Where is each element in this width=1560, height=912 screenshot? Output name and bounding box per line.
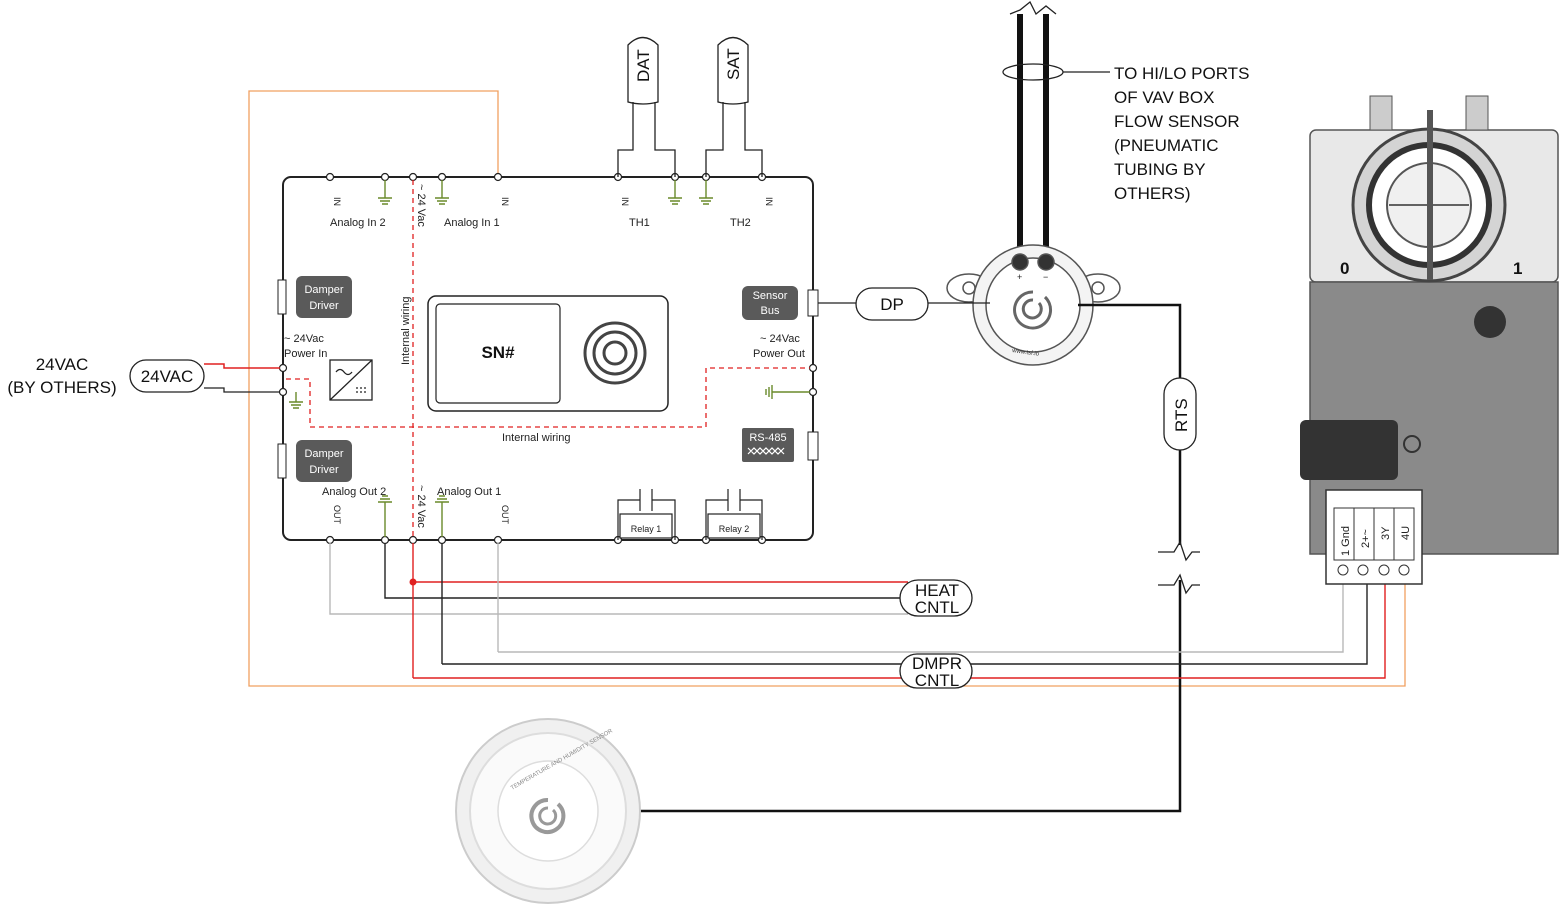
- svg-text:TUBING BY: TUBING BY: [1114, 160, 1206, 179]
- sat-probe: [705, 36, 763, 177]
- power-neutral-wire: [204, 387, 280, 393]
- dp-minus: −: [1043, 272, 1048, 282]
- analog-in-2-label: Analog In 2: [330, 217, 386, 229]
- power-source-label: 24VAC: [36, 355, 89, 374]
- actuator-terminal-block: [1333, 507, 1415, 576]
- rts-wire: [640, 303, 1182, 813]
- side-terminals: [278, 363, 818, 397]
- power-source-oval-text: 24VAC: [141, 367, 194, 386]
- actuator-scale-0: 0: [1340, 259, 1349, 278]
- display-screen: [435, 303, 561, 404]
- in-marker-ai2: IN: [332, 197, 342, 206]
- internal-wiring: [286, 180, 810, 540]
- controller: IN IN IN IN ~ 24 Vac OUT OUT ~ 24 Vac An…: [277, 172, 819, 545]
- power-in-label-2: Power In: [284, 348, 327, 360]
- svg-text:Damper: Damper: [304, 448, 343, 460]
- power-out-label-2: Power Out: [753, 348, 805, 360]
- dmpr-cntl-label-1: DMPR: [912, 654, 962, 673]
- th2-label: TH2: [730, 217, 751, 229]
- terminal-4u: 4U: [1400, 526, 1412, 540]
- svg-text:RS-485: RS-485: [749, 432, 786, 444]
- sn-label: SN#: [481, 343, 515, 362]
- dmpr-cntl-label-2: CNTL: [915, 671, 959, 690]
- terminal-3y: 3Y: [1380, 526, 1392, 540]
- damper-driver-top: Damper Driver: [277, 276, 352, 318]
- power-out-label-1: ~ 24Vac: [760, 333, 800, 345]
- vac-marker-top: ~ 24 Vac: [415, 184, 427, 227]
- sat-label: SAT: [724, 48, 743, 80]
- dmpr-cntl-wires: [413, 570, 1386, 679]
- dp-plus: +: [1017, 272, 1022, 282]
- in-marker-th2: IN: [764, 197, 774, 206]
- room-temp-humidity-sensor: [455, 718, 641, 904]
- heat-cntl-oval: [899, 579, 973, 617]
- relay-2-label: Relay 2: [719, 524, 750, 534]
- power-in-label-1: ~ 24Vac: [284, 333, 324, 345]
- relay-2: [705, 489, 763, 540]
- rts-label: RTS: [1172, 398, 1191, 432]
- in-marker-th1: IN: [620, 197, 630, 206]
- actuator-scale-1: 1: [1513, 259, 1522, 278]
- svg-text:OF VAV BOX: OF VAV BOX: [1114, 88, 1214, 107]
- heat-cntl-label-2: CNTL: [915, 598, 959, 617]
- terminal-2: 2+~: [1360, 529, 1372, 548]
- terminal-1-gnd: 1 Gnd: [1340, 526, 1352, 556]
- svg-text:Driver: Driver: [309, 464, 339, 476]
- rs485-port: RS-485: [742, 428, 819, 462]
- svg-text:Driver: Driver: [309, 300, 339, 312]
- heat-cntl-wires: [329, 543, 908, 678]
- rts-break-1: [1158, 540, 1200, 562]
- tube-break: [1009, 0, 1057, 16]
- tube-bundle-marker: [1002, 63, 1064, 81]
- dp-sensor: [946, 244, 1121, 366]
- damper-driver-bottom: Damper Driver: [277, 440, 352, 482]
- vac-marker-bottom: ~ 24 Vac: [415, 485, 427, 528]
- svg-text:FLOW SENSOR: FLOW SENSOR: [1114, 112, 1240, 131]
- tubing-note: TO HI/LO PORTS OF VAV BOX FLOW SENSOR (P…: [1114, 64, 1249, 203]
- power-source-note: (BY OTHERS): [7, 378, 116, 397]
- relay-1: [617, 489, 676, 540]
- svg-text:(PNEUMATIC: (PNEUMATIC: [1114, 136, 1219, 155]
- dat-probe: [617, 36, 676, 177]
- svg-text:Bus: Bus: [761, 305, 780, 317]
- transformer-icon: [329, 359, 373, 401]
- sensor-bus-port: Sensor Bus: [742, 286, 819, 320]
- dmpr-cntl-oval: [899, 653, 973, 689]
- relay-1-label: Relay 1: [631, 524, 662, 534]
- internal-wiring-horizontal: Internal wiring: [502, 432, 570, 444]
- th1-label: TH1: [629, 217, 650, 229]
- damper-actuator: [1300, 95, 1559, 585]
- dp-label: DP: [880, 295, 904, 314]
- heat-cntl-label-1: HEAT: [915, 581, 959, 600]
- analog-out-1-label: Analog Out 1: [437, 486, 501, 498]
- out-marker-ao1: OUT: [500, 505, 510, 525]
- power-junction-dot: [409, 578, 417, 586]
- power-source-oval: [129, 359, 205, 393]
- internal-wiring-vertical: Internal wiring: [400, 297, 412, 365]
- power-hot-wire: [204, 363, 280, 369]
- svg-text:Sensor: Sensor: [753, 290, 788, 302]
- out-marker-ao2: OUT: [332, 505, 342, 525]
- rts-break-2: [1158, 573, 1200, 595]
- ground-symbols: [289, 180, 810, 537]
- svg-text:TO HI/LO PORTS: TO HI/LO PORTS: [1114, 64, 1249, 83]
- dat-label: DAT: [634, 49, 653, 82]
- analog-in-1-label: Analog In 1: [444, 217, 500, 229]
- orange-wire-loop: [248, 90, 1406, 687]
- analog-out-2-label: Analog Out 2: [322, 486, 386, 498]
- pneumatic-tubes: [1017, 14, 1049, 258]
- dp-oval: [855, 287, 929, 321]
- in-marker-ai1: IN: [500, 197, 510, 206]
- dp-url: www.tsf.io: [1011, 348, 1040, 358]
- brand-logo-icon: [583, 321, 647, 385]
- rts-oval: [1163, 377, 1197, 451]
- svg-text:OTHERS): OTHERS): [1114, 184, 1191, 203]
- svg-text:Damper: Damper: [304, 284, 343, 296]
